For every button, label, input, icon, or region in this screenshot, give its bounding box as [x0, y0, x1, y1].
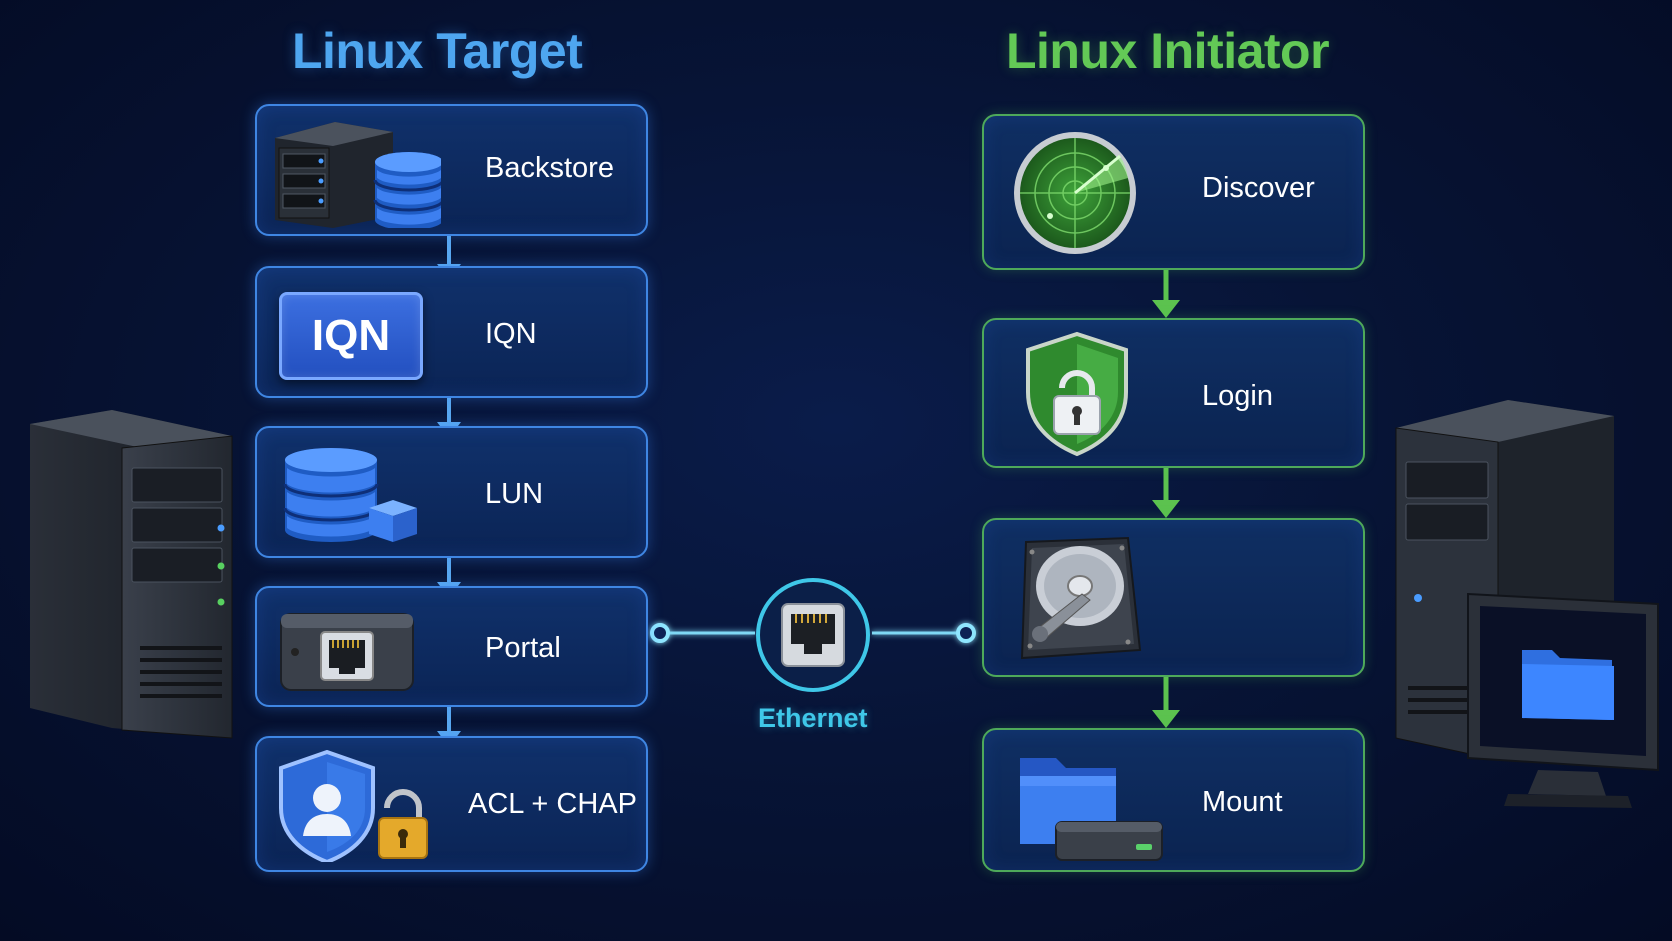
ethernet-link: [650, 623, 976, 643]
ethernet-port-icon: [756, 578, 870, 692]
database-cube-icon: [283, 448, 417, 542]
initiator-arrows: [1152, 270, 1180, 728]
step-label: ACL + CHAP: [468, 788, 637, 820]
step-label: Backstore: [485, 152, 614, 184]
ethernet-label: Ethernet: [758, 703, 868, 733]
target-step-backstore: Backstore: [255, 104, 648, 236]
radar-icon: [1014, 132, 1136, 254]
step-label: Discover: [1202, 172, 1315, 204]
step-label: Portal: [485, 632, 561, 664]
target-step-lun: LUN: [255, 426, 648, 558]
server-database-icon: [275, 122, 441, 228]
target-title: Linux Target: [292, 23, 583, 79]
step-label: LUN: [485, 478, 544, 510]
iqn-badge-icon: IQN: [279, 292, 423, 380]
initiator-workstation-icon: [1395, 400, 1659, 808]
folder-drive-icon: [1020, 758, 1163, 861]
initiator-step-disk: [982, 518, 1365, 677]
step-label: IQN: [485, 318, 537, 350]
initiator-step-login: Login: [982, 318, 1365, 468]
target-step-acl-chap: ACL + CHAP: [255, 736, 648, 872]
shield-lock-icon: [1026, 331, 1128, 457]
target-server-tower-icon: [30, 410, 233, 739]
target-step-portal: Portal: [255, 586, 648, 707]
hard-disk-icon: [1020, 536, 1142, 660]
step-label: Mount: [1202, 786, 1283, 818]
step-label: Login: [1202, 380, 1273, 412]
network-port-icon: [280, 613, 414, 691]
shield-user-lock-icon: [279, 750, 428, 862]
initiator-step-mount: Mount: [982, 728, 1365, 872]
initiator-title: Linux Initiator: [1006, 23, 1330, 79]
target-step-iqn: IQN IQN: [255, 266, 648, 398]
initiator-step-discover: Discover: [982, 114, 1365, 270]
iqn-badge-text: IQN: [311, 311, 391, 360]
